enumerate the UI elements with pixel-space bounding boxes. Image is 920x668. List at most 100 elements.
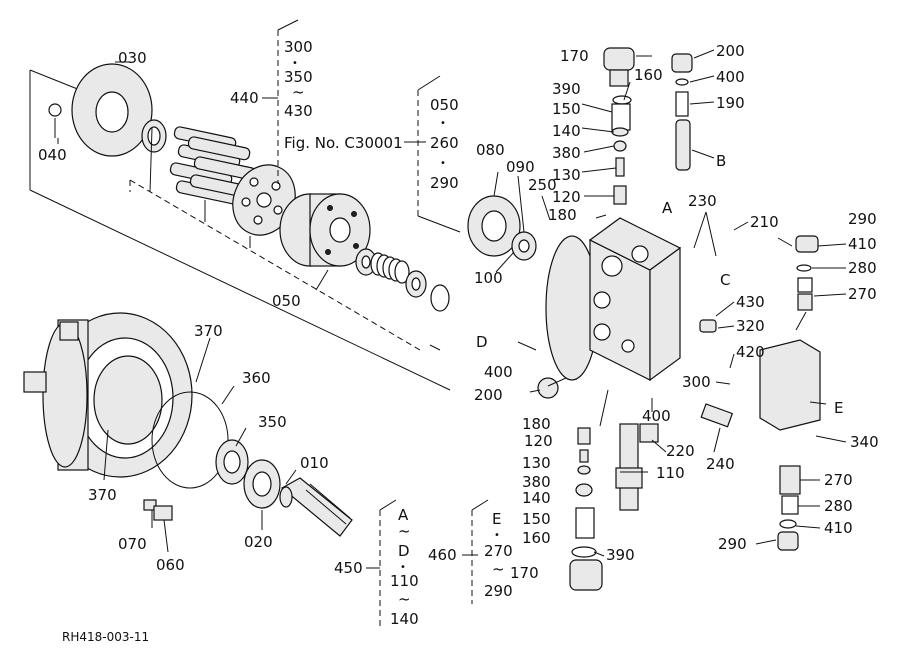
- valve-stack-lower: [569, 427, 603, 591]
- leader-lines: [57, 49, 847, 557]
- callout-400b: 400: [484, 363, 513, 381]
- figure-reference: Fig. No. C30001: [284, 134, 403, 152]
- letter-A1: A: [662, 199, 673, 217]
- plug-070-060: [143, 499, 173, 521]
- callout-130b: 130: [522, 454, 551, 472]
- callout-090: 090: [506, 158, 535, 176]
- callout-450: 450: [334, 559, 363, 577]
- spring-set: [355, 248, 450, 312]
- right-valve-parts: [537, 235, 821, 551]
- g440-tilde: ~: [292, 83, 305, 101]
- group-bracket-440: [262, 19, 299, 184]
- g440-bottom: 430: [284, 102, 313, 120]
- callout-300: 300: [682, 373, 711, 391]
- callout-140a: 140: [552, 122, 581, 140]
- g450-l5: 110: [390, 572, 419, 590]
- ring-small: [141, 119, 167, 153]
- callout-070: 070: [118, 535, 147, 553]
- g450-l3: D: [398, 542, 410, 560]
- callout-230: 230: [688, 192, 717, 210]
- callout-080: 080: [476, 141, 505, 159]
- callout-150b: 150: [522, 510, 551, 528]
- callout-370b: 370: [88, 486, 117, 504]
- callout-180b: 180: [522, 415, 551, 433]
- g460-l3: 270: [484, 542, 513, 560]
- callout-labels: 030 040 440 050 080 090 250 100 180 170 …: [38, 42, 879, 582]
- callout-170b: 170: [510, 564, 539, 582]
- callout-410b: 410: [824, 519, 853, 537]
- g050-mid: 260: [430, 134, 459, 152]
- g460-l4: ~: [492, 560, 505, 578]
- g450-l6: ~: [398, 590, 411, 608]
- valve-block: [545, 217, 682, 382]
- group-450-list: A ~ D • 110 ~ 140: [390, 506, 419, 628]
- callout-240: 240: [706, 455, 735, 473]
- callout-140b: 140: [522, 489, 551, 507]
- callout-360: 360: [242, 369, 271, 387]
- group-460-list: E • 270 ~ 290: [484, 510, 513, 600]
- callout-350: 350: [258, 413, 287, 431]
- pin-040: [48, 103, 62, 138]
- callout-020: 020: [244, 533, 273, 551]
- callout-380a: 380: [552, 144, 581, 162]
- callout-100: 100: [474, 269, 503, 287]
- g440-mid: 350: [284, 68, 313, 86]
- callout-150a: 150: [552, 100, 581, 118]
- callout-120b: 120: [524, 432, 553, 450]
- swash-plate-030: [71, 61, 153, 157]
- g450-l7: 140: [390, 610, 419, 628]
- callout-340: 340: [850, 433, 879, 451]
- callout-190: 190: [716, 94, 745, 112]
- callout-050a: 050: [272, 292, 301, 310]
- callout-160a: 160: [634, 66, 663, 84]
- callout-110: 110: [656, 464, 685, 482]
- callout-210: 210: [750, 213, 779, 231]
- callout-410a: 410: [848, 235, 877, 253]
- letter-E-right: E: [834, 399, 843, 417]
- g450-l1: A: [398, 506, 409, 524]
- letter-C: C: [720, 271, 730, 289]
- callout-370a: 370: [194, 322, 223, 340]
- callout-320: 320: [736, 317, 765, 335]
- callout-400a: 400: [716, 68, 745, 86]
- bearing-350: [215, 439, 249, 485]
- motor-housing: [23, 312, 193, 478]
- callout-280a: 280: [848, 259, 877, 277]
- g450-l2: ~: [398, 522, 411, 540]
- callout-170a: 170: [560, 47, 589, 65]
- o-ring-360: [151, 391, 229, 489]
- callout-280b: 280: [824, 497, 853, 515]
- callout-130a: 130: [552, 166, 581, 184]
- callout-040: 040: [38, 146, 67, 164]
- callout-030: 030: [118, 49, 147, 67]
- callout-270b: 270: [824, 471, 853, 489]
- group-440-list: 300 • 350 ~ 430: [284, 38, 313, 120]
- group-bracket-050: [404, 75, 461, 233]
- group-bracket-450: [366, 499, 397, 628]
- callout-160b: 160: [522, 529, 551, 547]
- cylinder-block-050: [279, 193, 371, 267]
- callout-390a: 390: [552, 80, 581, 98]
- callout-200a: 200: [716, 42, 745, 60]
- group-bracket-460: [462, 499, 489, 604]
- g460-l5: 290: [484, 582, 513, 600]
- callout-380b: 380: [522, 473, 551, 491]
- g440-sep: •: [292, 58, 298, 69]
- drawing-code: RH418-003-11: [62, 630, 149, 644]
- callout-390b: 390: [606, 546, 635, 564]
- shaft-010: [279, 477, 353, 537]
- g050-top: 050: [430, 96, 459, 114]
- valve-stack-upper: [603, 47, 635, 205]
- g050-sep1: •: [440, 118, 446, 129]
- callout-290a: 290: [848, 210, 877, 228]
- callout-220: 220: [666, 442, 695, 460]
- callout-010: 010: [300, 454, 329, 472]
- g460-l2: •: [494, 530, 500, 541]
- letter-B: B: [716, 152, 726, 170]
- callout-060: 060: [156, 556, 185, 574]
- pistons-cluster: [169, 126, 257, 205]
- callout-440: 440: [230, 89, 259, 107]
- g050-sep2: •: [440, 158, 446, 169]
- retainer-plate: [232, 164, 296, 236]
